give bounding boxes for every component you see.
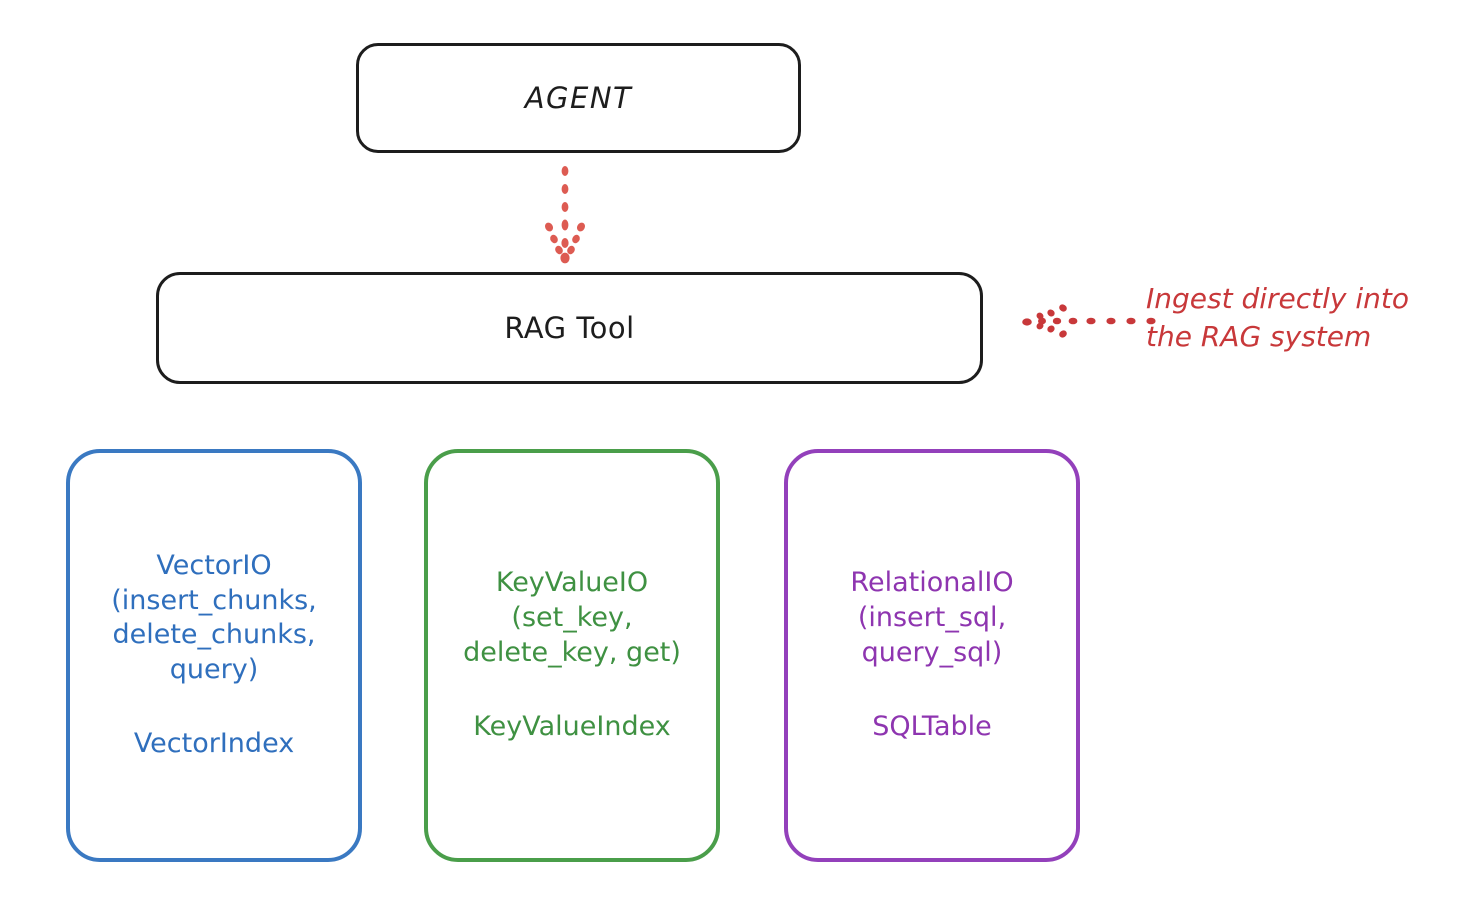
- node-vector-io-primary-label: VectorIO (insert_chunks, delete_chunks, …: [111, 550, 317, 685]
- arrow-agent-to-rag-tool: [544, 166, 586, 264]
- node-rag-tool-label: RAG Tool: [504, 311, 635, 345]
- node-agent-label: AGENT: [524, 81, 633, 115]
- node-vector-io[interactable]: VectorIO (insert_chunks, delete_chunks, …: [66, 449, 362, 862]
- annotation-ingest-note: Ingest directly into the RAG system: [1146, 282, 1410, 353]
- node-relational-io-secondary-label: SQLTable: [872, 711, 992, 743]
- node-key-value-io-secondary-label: KeyValueIndex: [473, 711, 671, 743]
- node-key-value-io-primary-label: KeyValueIO (set_key, delete_key, get): [463, 567, 681, 668]
- arrow-ingest-note-to-rag-tool: [1022, 304, 1156, 338]
- node-key-value-io[interactable]: KeyValueIO (set_key, delete_key, get) Ke…: [424, 449, 720, 862]
- node-relational-io-primary-label: RelationalIO (insert_sql, query_sql): [850, 567, 1014, 668]
- node-relational-io[interactable]: RelationalIO (insert_sql, query_sql) SQL…: [784, 449, 1080, 862]
- node-rag-tool[interactable]: RAG Tool: [156, 272, 983, 384]
- node-agent[interactable]: AGENT: [356, 43, 801, 153]
- node-vector-io-secondary-label: VectorIndex: [133, 728, 295, 760]
